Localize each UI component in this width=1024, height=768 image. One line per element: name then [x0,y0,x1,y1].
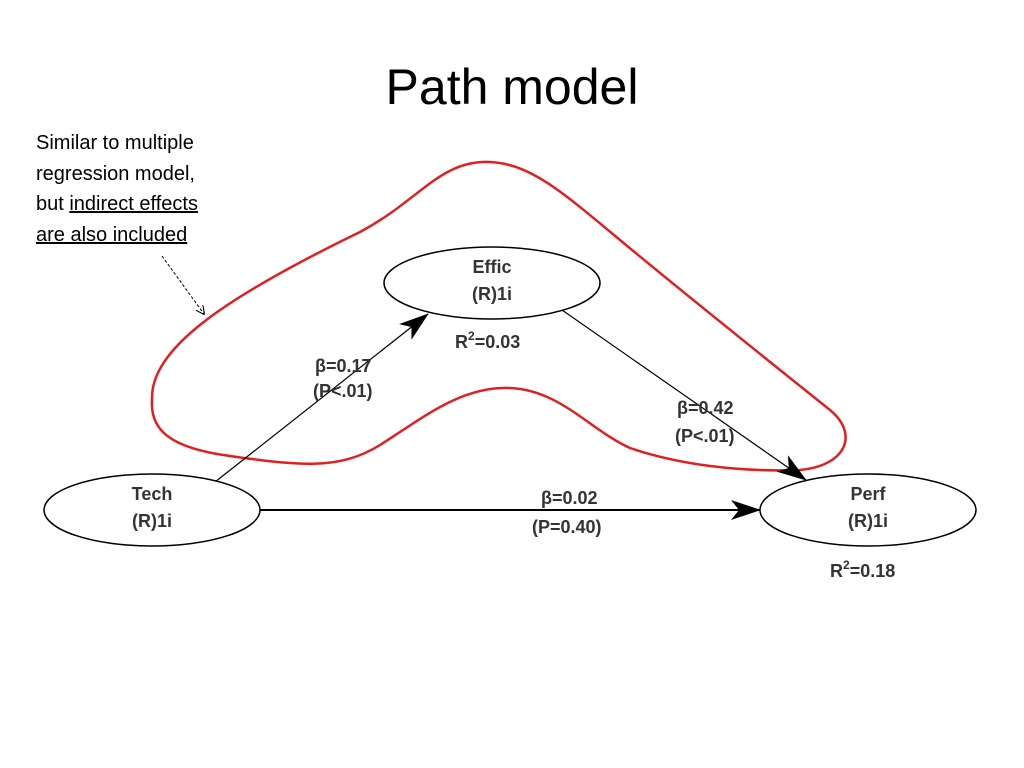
label-effic-perf-p: (P<.01) [675,426,735,446]
note-indirect-effects: indirect effects [69,193,198,215]
note-line-1: Similar to multiple [36,132,194,154]
node-tech-sub: (R)1i [132,511,172,531]
label-tech-perf-beta: β=0.02 [541,488,598,508]
note-text: Similar to multiple regression model, bu… [36,128,256,250]
node-perf-sub: (R)1i [848,511,888,531]
r2-effic: R2=0.03 [455,329,520,352]
r2-perf: R2=0.18 [830,558,895,581]
label-tech-effic-beta: β=0.17 [315,356,372,376]
label-tech-perf-p: (P=0.40) [532,517,602,537]
node-effic-sub: (R)1i [472,284,512,304]
slide-title: Path model [385,59,639,115]
label-tech-effic-p: (P<.01) [313,381,373,401]
path-tech-effic [214,313,429,483]
note-pointer-arrow [161,255,204,314]
node-effic: Effic (R)1i [383,246,601,320]
node-tech: Tech (R)1i [43,473,261,547]
note-line-4: are also included [36,223,188,246]
indirect-effect-highlight [150,160,847,472]
node-effic-name: Effic [472,257,511,277]
label-effic-perf-beta: β=0.42 [677,398,734,418]
node-perf: Perf (R)1i [759,473,977,547]
note-line-2: regression model, [36,162,195,185]
note-line-3: but indirect effects [36,189,256,220]
node-perf-name: Perf [850,484,886,504]
path-effic-perf [561,309,807,481]
note-line-3-prefix: but [36,193,70,215]
node-tech-name: Tech [132,484,173,504]
